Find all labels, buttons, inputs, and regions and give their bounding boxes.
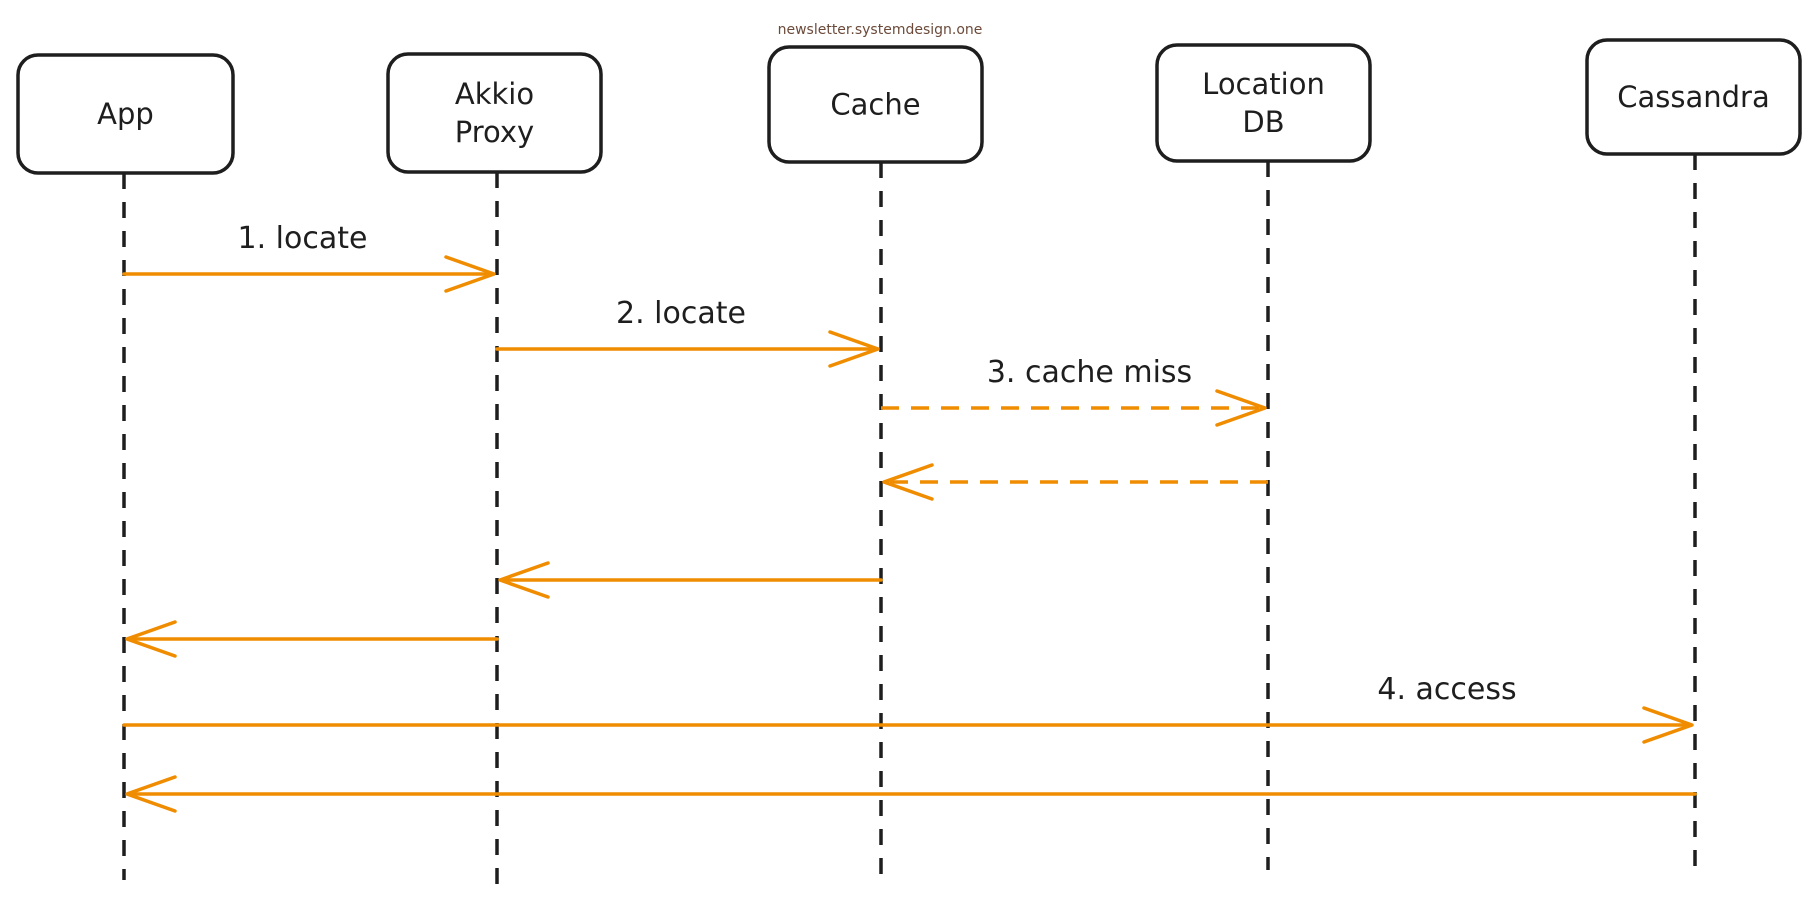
message-label: 3. cache miss: [987, 355, 1192, 390]
message-7: 4. access: [122, 672, 1694, 744]
message-3: 3. cache miss: [881, 355, 1267, 427]
participant-app: App: [16, 53, 235, 175]
message-label: 2. locate: [616, 296, 746, 331]
participant-label-cassandra: Cassandra: [1617, 80, 1770, 114]
arrow-head-icon: [1215, 389, 1267, 427]
participant-label-cache: Cache: [830, 88, 920, 122]
participant-label-akkio-proxy: Akkio: [455, 77, 534, 111]
participant-cassandra: Cassandra: [1585, 38, 1802, 156]
message-label: 1. locate: [238, 221, 368, 256]
participant-box-cassandra: [1585, 38, 1802, 156]
participant-box-location-db: [1155, 43, 1372, 163]
message-5: [498, 561, 883, 599]
arrow-head-icon: [828, 330, 880, 368]
participant-box-app: [16, 53, 235, 175]
lifelines: [122, 154, 1697, 885]
participant-cache: Cache: [767, 45, 984, 164]
participant-label-app: App: [97, 97, 154, 131]
message-1: 1. locate: [122, 221, 496, 293]
watermark-text: newsletter.systemdesign.one: [778, 22, 983, 38]
message-label: 4. access: [1377, 672, 1516, 707]
messages: 1. locate 2. locate 3. cache miss 4. access: [122, 221, 1697, 813]
participant-label-location-db: DB: [1242, 105, 1284, 139]
message-4: [882, 463, 1268, 501]
participant-label-location-db: Location: [1202, 67, 1325, 101]
participant-label-akkio-proxy: Proxy: [455, 115, 534, 149]
message-6: [125, 620, 499, 658]
message-2: 2. locate: [495, 296, 880, 368]
participant-box-cache: [767, 45, 984, 164]
arrow-head-icon: [444, 255, 496, 293]
message-8: [125, 775, 1697, 813]
arrow-head-icon: [125, 775, 177, 813]
arrow-head-icon: [882, 463, 934, 501]
arrow-head-icon: [1642, 706, 1694, 744]
arrow-head-icon: [498, 561, 550, 599]
participant-box-akkio-proxy: [386, 52, 603, 174]
arrow-head-icon: [125, 620, 177, 658]
